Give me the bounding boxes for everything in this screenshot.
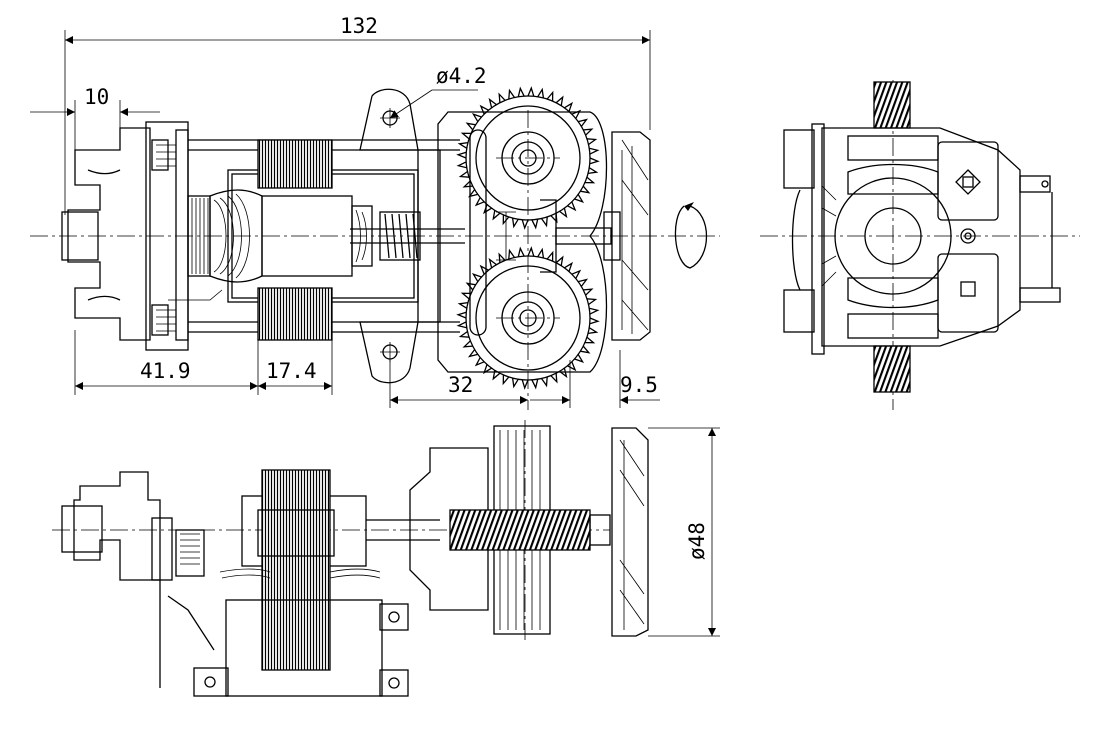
dimension-labels: 132 10 ø4.2 41.9 17.4 32 9.5 ø48: [84, 14, 709, 560]
top-view: [52, 420, 649, 697]
front-view: [30, 86, 720, 410]
dim-coil-width: 17.4: [266, 359, 317, 383]
lower-gear: [465, 255, 591, 381]
dim-brush-span: 41.9: [140, 359, 191, 383]
dimension-lines: [30, 30, 720, 637]
dim-fan-diameter: ø48: [685, 522, 709, 560]
dim-left-offset: 10: [84, 85, 109, 109]
side-view: [760, 80, 1080, 410]
upper-gear-teeth: [456, 86, 600, 230]
lower-gear-teeth: [456, 246, 600, 390]
dim-shaft-extension: 9.5: [620, 373, 658, 397]
dim-overall-length: 132: [340, 14, 378, 38]
dim-hole-diameter: ø4.2: [436, 64, 487, 88]
dim-gear-span: 32: [448, 373, 473, 397]
